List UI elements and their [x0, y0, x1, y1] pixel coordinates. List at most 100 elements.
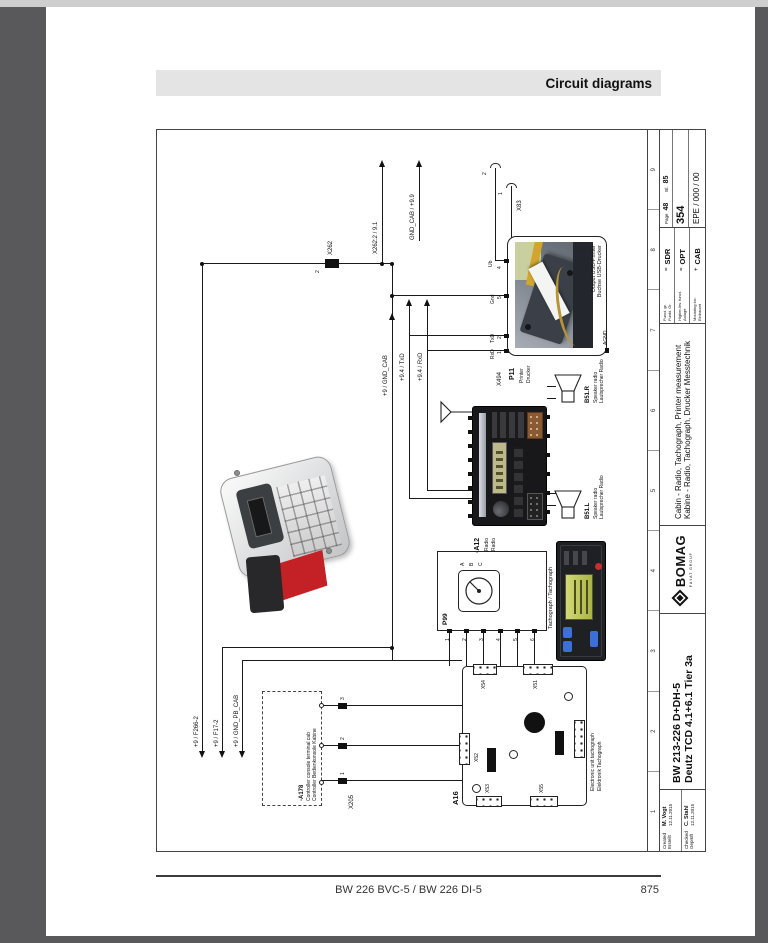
wire-label: +9 / F266-2	[194, 716, 200, 747]
connector-label: X55	[539, 784, 545, 793]
wire	[427, 304, 428, 491]
frame-column: 5	[648, 449, 659, 531]
signal-arrow-icon	[405, 299, 412, 306]
radio-connector-black	[527, 493, 543, 520]
socket-arc-icon	[506, 183, 517, 188]
frame-column: 4	[648, 530, 659, 611]
speaker-icon	[554, 490, 582, 519]
frame-column: 9	[650, 167, 657, 172]
pin-number: 1	[445, 638, 451, 641]
connector-x205-pin	[338, 778, 347, 784]
footer-page-number: 875	[640, 884, 659, 896]
pin-mark	[468, 430, 473, 434]
terminal-label: B	[469, 562, 475, 566]
wire	[517, 631, 518, 666]
wire	[347, 745, 462, 746]
pin-number: 1	[340, 772, 346, 775]
signal-arrow-icon	[388, 313, 395, 320]
component-ref: B51.R	[585, 385, 591, 403]
footer-model-text: BW 226 BVC-5 / BW 226 DI-5	[335, 884, 482, 896]
connector-label: X262	[328, 240, 334, 255]
pin-mark	[545, 472, 550, 476]
titleblock-titles: Cabin - Radio, Tachograph, Printer measu…	[660, 323, 705, 525]
sheet-title-en: Cabin - Radio, Tachograph, Printer measu…	[673, 344, 683, 519]
pin-number: 1	[498, 192, 504, 195]
wire	[222, 647, 392, 648]
page-header-title: Circuit diagrams	[545, 75, 652, 91]
pin-number: 1	[497, 351, 503, 354]
tachograph-eject-button	[595, 563, 602, 570]
pin-mark	[515, 629, 520, 633]
wire-junction	[390, 646, 394, 650]
tachograph-button	[563, 641, 572, 652]
component-ref: -A178	[299, 784, 305, 801]
printer-photo	[515, 242, 593, 348]
gauge-icon	[465, 577, 493, 605]
component-desc-de: Controller Bedienkonsole Kabine	[312, 728, 318, 801]
field-value: CAB	[692, 248, 702, 265]
pin-mark	[532, 629, 537, 633]
frame-column: 7	[648, 289, 659, 370]
offpage-arrow-icon	[238, 751, 245, 758]
screw	[234, 470, 240, 476]
titleblock-fields: Funct. gr. Funkt. Gr. = SDR Higher-lev. …	[660, 227, 705, 323]
component-name-de: Radio	[491, 537, 497, 551]
connector-label: X205	[349, 794, 355, 809]
printer-3d-render	[217, 453, 353, 616]
printer-output-label-de: Buchse USB-Drucker	[597, 245, 603, 298]
wire	[392, 264, 393, 661]
wire	[449, 631, 450, 666]
terminal-label: A	[460, 562, 466, 566]
pin-mark	[545, 491, 550, 495]
connector-label: X54	[481, 680, 487, 689]
field-symbol: +	[694, 267, 700, 271]
checked-date: 12.11.2015	[690, 803, 695, 826]
wire-label: +9 / F17-2	[214, 719, 220, 747]
page-label: Page	[663, 213, 669, 224]
component-ref: A16	[451, 791, 460, 805]
component-name-de: Lautsprecher Radio	[599, 475, 605, 519]
board-connector	[459, 733, 470, 765]
component-ref: -A12	[474, 537, 481, 553]
page-footer: BW 226 BVC-5 / BW 226 DI-5 875	[156, 884, 661, 900]
sheet-title-de: Kabine - Radio, Tachograph, Drucker Mess…	[682, 340, 692, 519]
created-date: 12.11.2015	[668, 803, 673, 826]
mounting-hole	[564, 692, 573, 701]
wire	[242, 660, 462, 661]
connector-x205-pin	[338, 703, 347, 709]
titleblock-approvals: Created Erstellt M. Vogt 12.11.2015 Chec…	[660, 789, 705, 851]
console-pin	[319, 743, 324, 748]
pin-number: 4	[496, 638, 502, 641]
speaker-icon	[554, 374, 582, 403]
tachograph-photo	[556, 541, 606, 661]
connector-label: X52	[474, 753, 480, 762]
pin-number: 2	[497, 336, 503, 339]
wire	[483, 631, 484, 666]
ic-chip	[487, 748, 496, 772]
wire	[202, 264, 203, 751]
document-number: EPE / 000 / 00	[691, 172, 701, 224]
wire-label: +9.4 / RxD	[418, 352, 424, 381]
pin-number: 3	[340, 697, 346, 700]
wire	[409, 304, 410, 499]
tachograph-symbol-box: P99 A B C	[437, 551, 547, 631]
frame-column: 3	[648, 610, 659, 691]
pin-mark	[468, 486, 473, 490]
wire	[202, 263, 392, 264]
page-number: 48	[662, 202, 670, 211]
display-text	[496, 447, 503, 489]
wire	[427, 490, 472, 491]
connector-label: X83	[517, 200, 523, 211]
tachograph-button	[563, 627, 572, 638]
frame-column-row: 1 2 3 4 5 6 7 8 9	[648, 130, 660, 851]
offpage-arrow-icon	[218, 751, 225, 758]
wire-junction	[380, 262, 384, 266]
wire	[495, 168, 496, 261]
tachograph-key	[564, 551, 569, 565]
brand-name: BOMAG	[672, 534, 688, 588]
pin-mark	[447, 629, 452, 633]
pin-number: 2	[482, 172, 488, 175]
pin-mark	[504, 259, 509, 263]
board-connector	[523, 664, 553, 675]
wire	[347, 780, 462, 781]
